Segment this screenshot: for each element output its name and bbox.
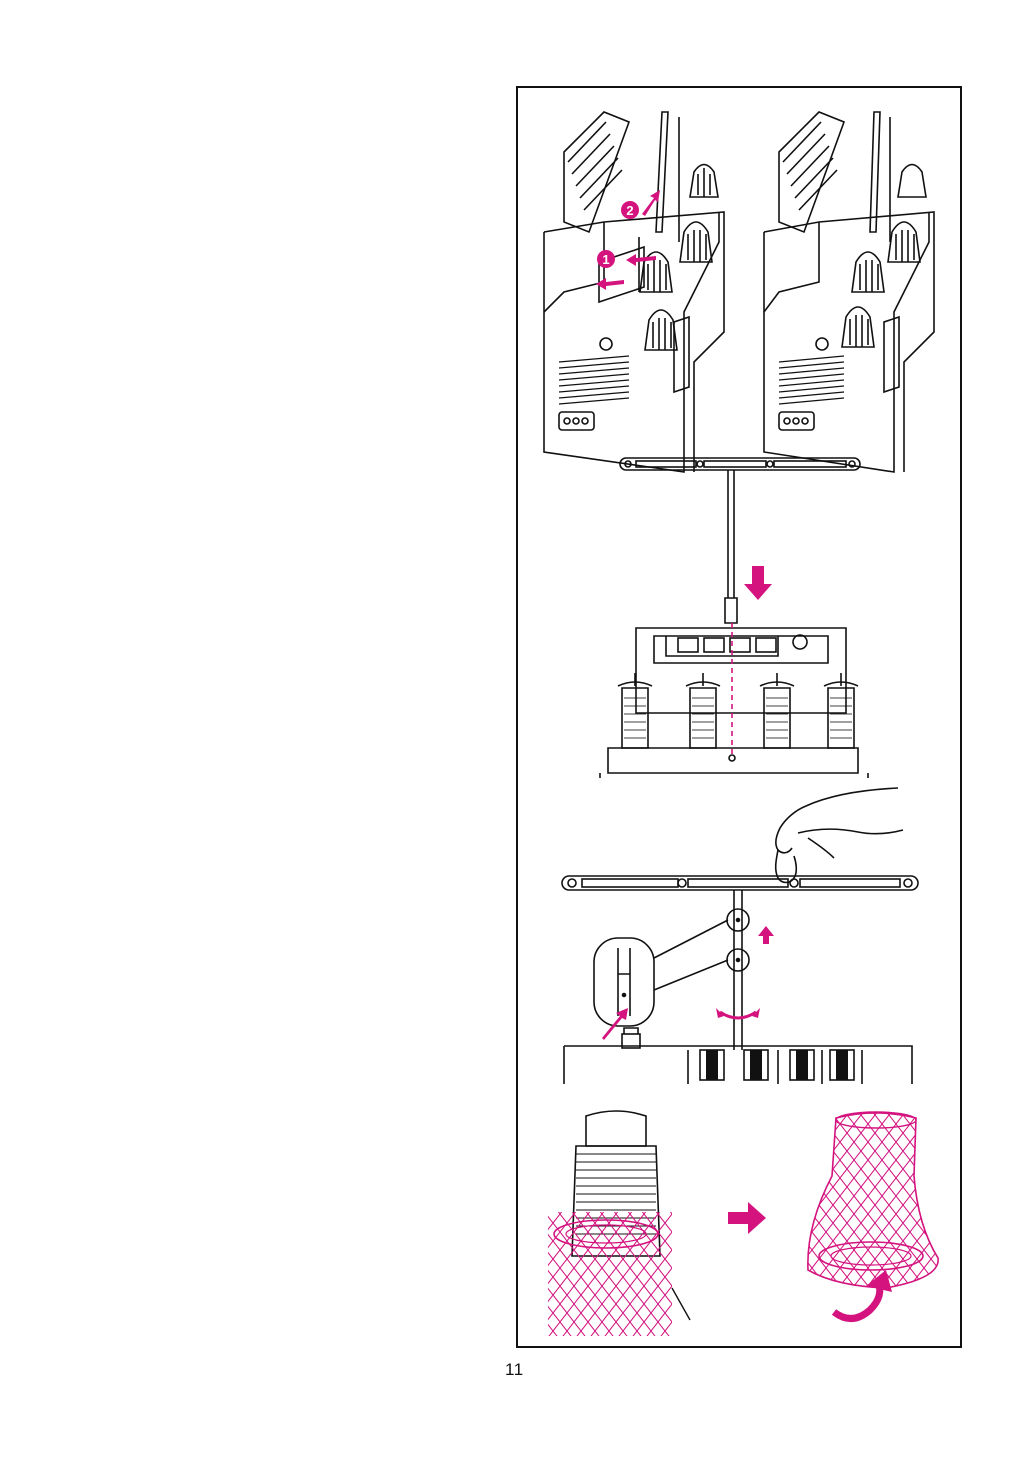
thread-guide [706,1050,718,1080]
machine-top-view-result [764,112,944,472]
magenta-arrow-icon [602,1008,628,1040]
magenta-arrow-icon [728,1202,766,1234]
step-badge-1-label: 1 [602,252,609,267]
rotate-arrow-icon [720,1012,756,1018]
magenta-arrow-icon [758,926,774,944]
illustration-frame: 2 1 [516,86,962,1348]
spool-net-left [548,1212,672,1336]
page-number: 11 [505,1360,524,1380]
thread-stand-insertion-diagram [608,458,868,778]
antenna-extend-lock-diagram [558,788,928,1088]
magenta-arrow-icon [744,566,772,600]
magenta-arrow-icon [596,278,624,290]
magenta-arrow-icon [626,254,656,266]
spool-net-diagram [546,1106,946,1336]
machine-top-view-with-steps: 2 1 [544,112,739,472]
step-badge-2-label: 2 [626,203,633,218]
